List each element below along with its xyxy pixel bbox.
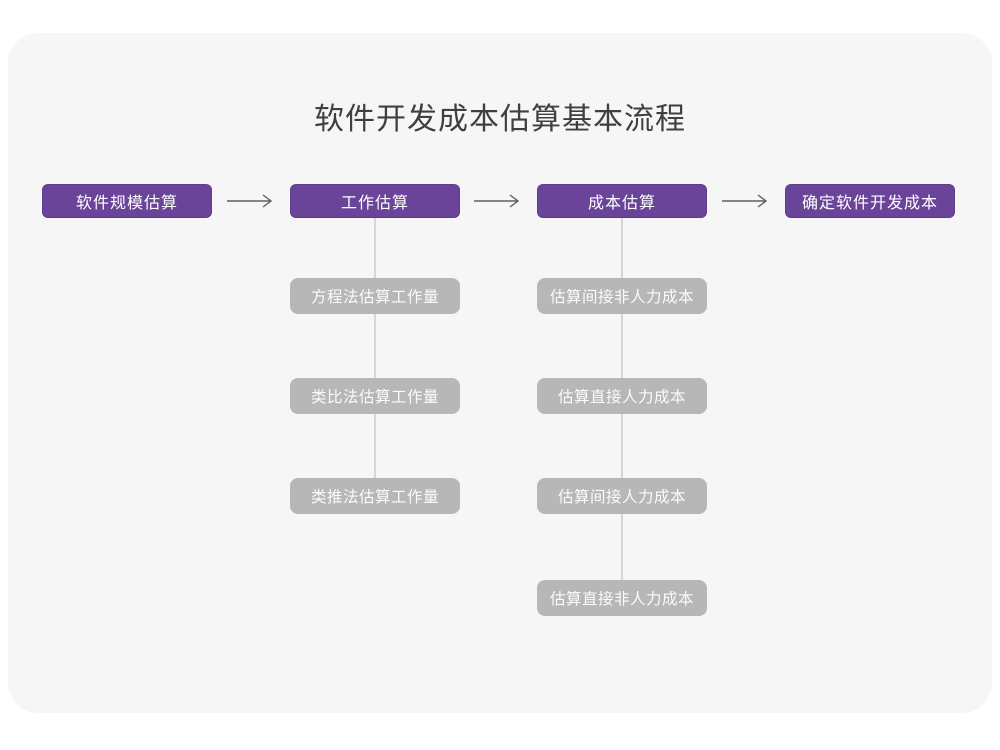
sub-node-comparison-method-workload: 类比法估算工作量 <box>290 378 460 414</box>
stage-node-cost-estimation: 成本估算 <box>537 184 707 218</box>
diagram-title: 软件开发成本估算基本流程 <box>314 102 686 137</box>
stage-node-work-estimation: 工作估算 <box>290 184 460 218</box>
sub-node-equation-method-workload: 方程法估算工作量 <box>290 278 460 314</box>
sub-node-direct-nonlabor-cost: 估算直接非人力成本 <box>537 580 707 616</box>
sub-node-direct-labor-cost: 估算直接人力成本 <box>537 378 707 414</box>
sub-node-indirect-labor-cost: 估算间接人力成本 <box>537 478 707 514</box>
sub-node-indirect-nonlabor-cost: 估算间接非人力成本 <box>537 278 707 314</box>
diagram-card <box>8 33 992 713</box>
stage-node-determine-development-cost: 确定软件开发成本 <box>785 184 955 218</box>
stage-node-software-scale-estimation: 软件规模估算 <box>42 184 212 218</box>
sub-node-analogy-method-workload: 类推法估算工作量 <box>290 478 460 514</box>
